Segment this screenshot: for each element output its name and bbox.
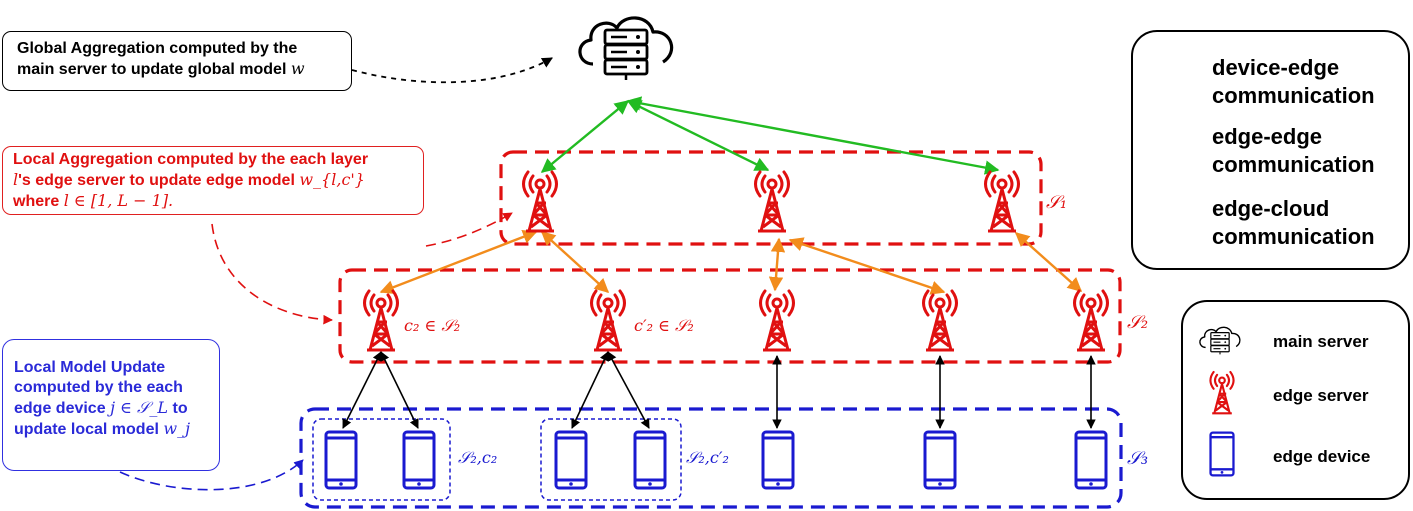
edge-model-symbol: w_{l,c'} — [299, 170, 365, 189]
edge-cloud-link — [626, 96, 1000, 175]
edge-edge-link — [1014, 232, 1083, 292]
layer-s1-box — [499, 150, 1043, 246]
global-note-line2: main server to update global model — [17, 61, 287, 78]
device-edge-link — [607, 351, 650, 429]
local-update-line2: computed by the each — [14, 379, 183, 396]
legend-device-edge-label: device-edge communication — [1212, 54, 1375, 110]
edge-server-tower-icon — [522, 170, 558, 233]
edge-edge-link — [379, 229, 538, 295]
edge-device-phone-icon — [554, 430, 588, 490]
local-agg-line1: Local Aggregation computed by the each l… — [13, 151, 369, 168]
edge-device-phone-icon — [923, 430, 957, 490]
edge-device-phone-icon — [1074, 430, 1108, 490]
communication-legend — [1131, 30, 1410, 270]
local-aggregation-note: Local Aggregation computed by the each l… — [2, 146, 424, 215]
edge-server-tower-icon — [363, 289, 399, 352]
local-update-line3-prefix: edge device — [14, 400, 106, 417]
edge-edge-link — [540, 231, 610, 293]
legend-edge-edge-line2: communication — [1212, 152, 1375, 177]
legend-edge-server-label: edge server — [1273, 386, 1369, 405]
legend-device-edge-line1: device-edge — [1212, 55, 1340, 80]
device-edge-link — [571, 351, 609, 429]
local-agg-arrow-to-s1 — [425, 212, 513, 247]
main-server-cloud-icon — [578, 16, 674, 82]
legend-edge-device-label: edge device — [1273, 447, 1371, 466]
edge-server-tower-icon — [759, 289, 795, 352]
edge-server-tower-icon — [984, 170, 1020, 233]
edge-server-tower-icon — [922, 289, 958, 352]
edge-server-tower-icon — [1073, 289, 1109, 352]
edge-cloud-link — [626, 99, 770, 172]
layer-s3-box — [299, 407, 1123, 509]
legend-phone-icon — [1209, 431, 1235, 477]
node-c2-label: c₂ ∈ 𝒮₂ — [404, 316, 461, 335]
edge-server-tower-icon — [754, 170, 790, 233]
local-update-note: Local Model Update computed by the each … — [2, 339, 220, 471]
edge-device-phone-icon — [324, 430, 358, 490]
legend-tower-icon — [1209, 370, 1235, 415]
device-edge-link — [380, 351, 419, 429]
edge-device-phone-icon — [761, 430, 795, 490]
local-update-line1: Local Model Update — [14, 359, 166, 376]
local-update-line4: update local model — [14, 421, 159, 438]
legend-edge-edge-line1: edge-edge — [1212, 124, 1323, 149]
local-update-arrow — [119, 459, 304, 491]
local-agg-line3-prefix: where — [13, 193, 60, 210]
cluster-s2c2p-box — [540, 418, 682, 501]
local-update-line3-suffix: to — [172, 400, 188, 417]
cluster-s2c2-label: 𝒮₂,c₂ — [458, 448, 498, 467]
edge-server-tower-icon — [590, 289, 626, 352]
cluster-s2c2p-label: 𝒮₂,c′₂ — [686, 448, 729, 467]
legend-edge-edge-label: edge-edge communication — [1212, 123, 1375, 179]
device-edge-link — [342, 351, 382, 429]
set-s2-label: 𝒮₂ — [1127, 312, 1149, 333]
local-agg-line2: 's edge server to update edge model — [18, 172, 295, 189]
global-model-symbol: w — [290, 59, 305, 78]
legend-cloud-server-icon — [1199, 326, 1241, 356]
legend-edge-cloud-line1: edge-cloud — [1212, 196, 1330, 221]
device-set-math: j ∈ 𝒮_L — [110, 398, 169, 417]
set-s1-label: 𝒮₁ — [1046, 192, 1068, 213]
local-model-symbol: w_j — [163, 419, 191, 438]
edge-edge-link — [788, 237, 946, 295]
node-c2p-label: c′₂ ∈ 𝒮₂ — [634, 316, 694, 335]
layer-range-math: l ∈ [1, L − 1]. — [63, 191, 174, 210]
set-s3-label: 𝒮₃ — [1127, 448, 1149, 469]
layer-s2-box — [338, 268, 1122, 364]
edge-cloud-link — [540, 100, 630, 173]
edge-edge-link — [768, 237, 786, 292]
legend-device-edge-line2: communication — [1212, 83, 1375, 108]
legend-main-server-label: main server — [1273, 332, 1369, 351]
legend-edge-cloud-label: edge-cloud communication — [1212, 195, 1375, 251]
legend-edge-cloud-line2: communication — [1212, 224, 1375, 249]
edge-device-phone-icon — [402, 430, 436, 490]
global-note-line1: Global Aggregation computed by the — [17, 40, 298, 57]
local-agg-arrow-to-s2 — [211, 223, 333, 325]
edge-device-phone-icon — [633, 430, 667, 490]
global-note-arrow — [351, 57, 553, 84]
global-aggregation-note: Global Aggregation computed by the main … — [2, 31, 352, 91]
layer-symbol: l — [13, 170, 19, 189]
